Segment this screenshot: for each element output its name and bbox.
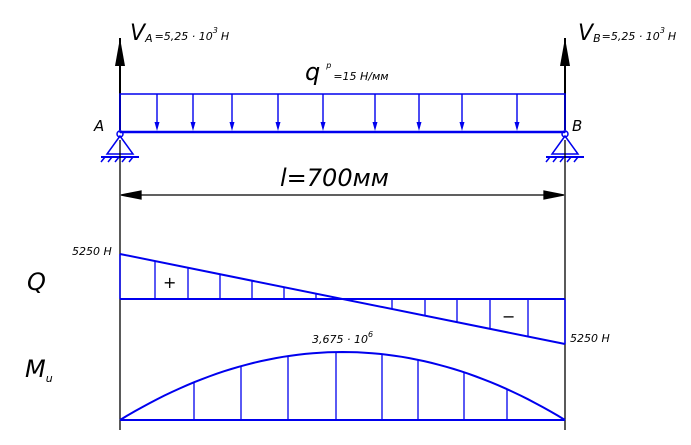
moment-axis-label: Mu	[25, 355, 53, 385]
distributed-load-box	[119, 93, 566, 133]
moment-hatch	[193, 352, 508, 420]
load-arrowhead	[229, 122, 235, 131]
load-arrowhead	[372, 122, 378, 131]
load-arrowhead	[514, 122, 520, 131]
shear-hatch	[154, 261, 529, 337]
shear-left-value: 5250 H	[72, 245, 112, 258]
load-arrowhead	[416, 122, 422, 131]
load-arrows	[154, 94, 520, 131]
load-arrowhead	[154, 122, 160, 131]
shear-right-value: 5250 H	[570, 332, 610, 345]
load-arrowhead	[190, 122, 196, 131]
moment-curve	[119, 350, 566, 421]
shear-minus-sign: −	[502, 307, 515, 326]
moment-max-label: 3,675 · 106	[312, 330, 373, 346]
shear-axis-label: Q	[27, 268, 46, 296]
span-label: l=700мм	[280, 164, 389, 192]
support-b-label: B	[572, 117, 582, 135]
load-arrowhead	[320, 122, 326, 131]
load-arrowhead	[459, 122, 465, 131]
load-arrowhead	[275, 122, 281, 131]
shear-plus-sign: +	[163, 273, 176, 292]
support-a-label: A	[93, 117, 104, 135]
shear-line	[119, 253, 566, 345]
